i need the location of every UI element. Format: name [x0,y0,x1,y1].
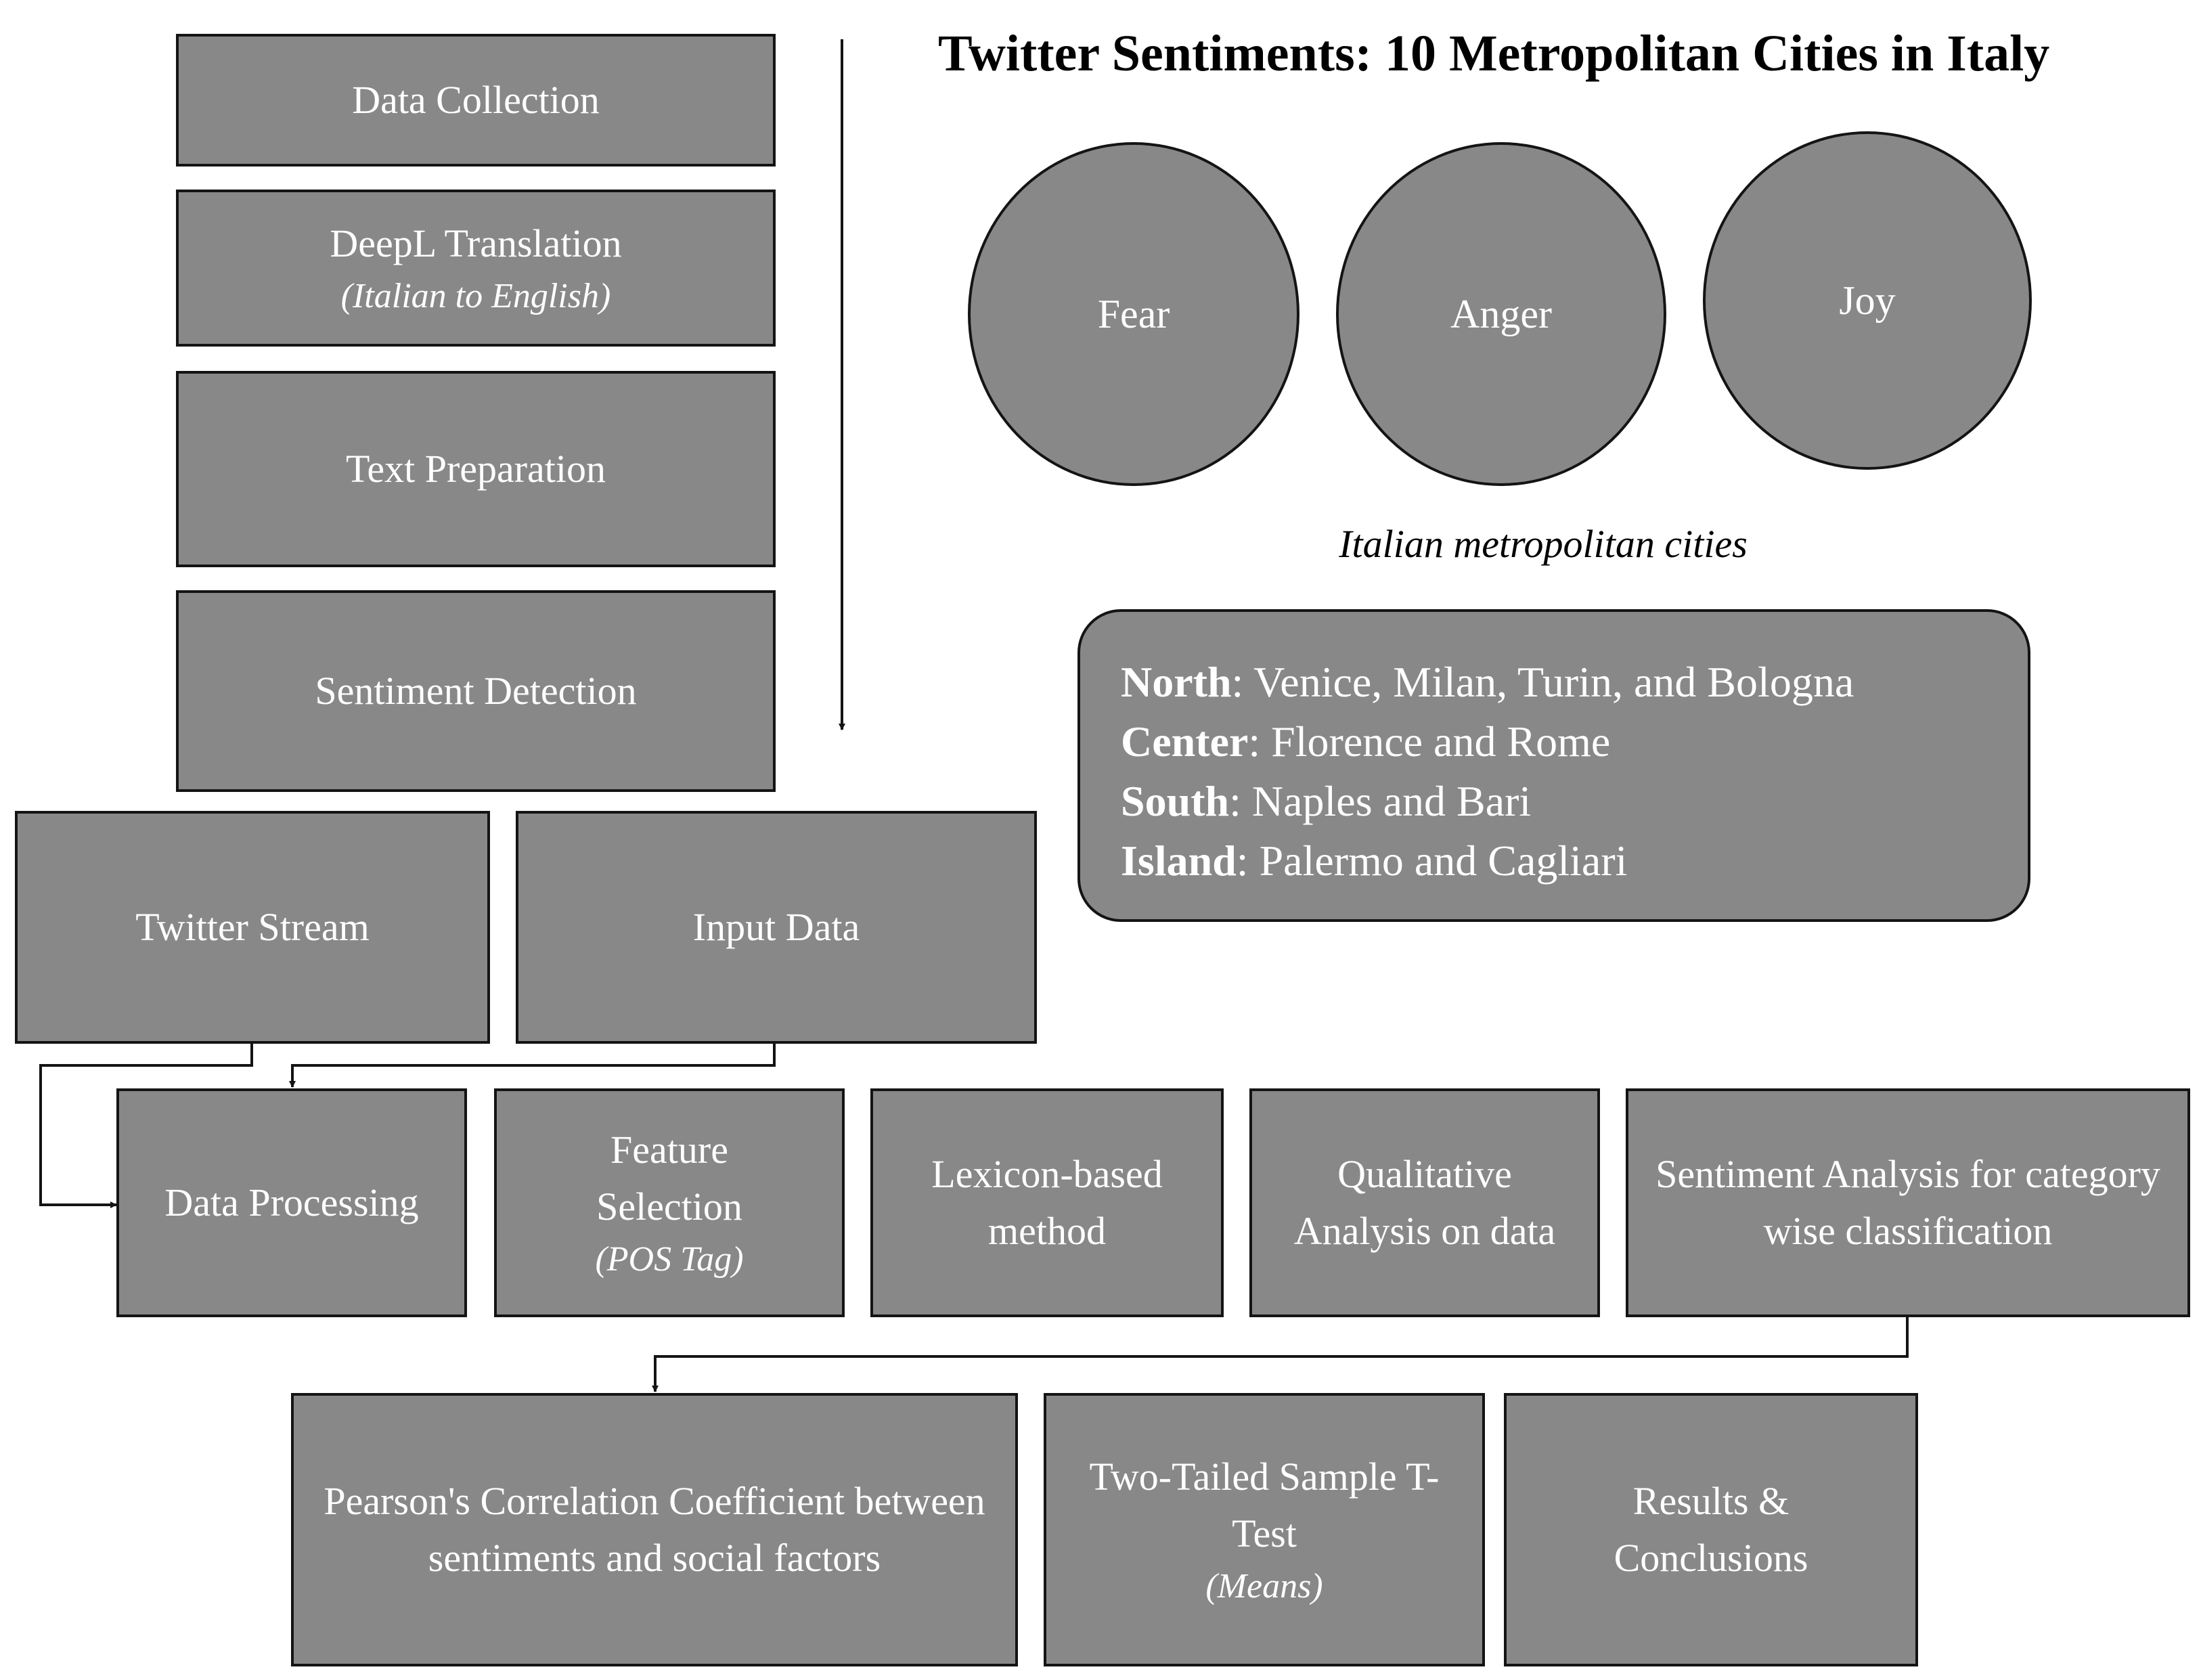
lexicon-method-label: Lexicon-based method [931,1152,1163,1253]
sentiment-analysis-box: Sentiment Analysis for category wise cla… [1626,1088,2190,1317]
input-data-label: Input Data [692,905,860,949]
qualitative-analysis-label: Qualitative Analysis on data [1293,1152,1556,1253]
twitter-to-processing-connector [39,1044,253,1208]
input-data-box: Input Data [516,811,1037,1044]
qualitative-analysis-box: Qualitative Analysis on data [1249,1088,1600,1317]
joy-label: Joy [1839,278,1896,323]
region-north: North: Venice, Milan, Turin, and Bologna [1121,658,1854,706]
region-island: Island: Palermo and Cagliari [1121,837,1628,885]
deepl-translation-box: DeepL Translation (Italian to English) [176,190,776,347]
pearson-correlation-label: Pearson's Correlation Coefficient betwee… [324,1479,985,1580]
cities-caption: Italian metropolitan cities [1339,522,1748,566]
deepl-translation-label: DeepL Translation [330,221,622,265]
fear-label: Fear [1097,291,1170,336]
data-collection-box: Data Collection [176,34,776,167]
text-preparation-box: Text Preparation [176,371,776,567]
input-to-processing-connector [289,1044,776,1088]
data-collection-label: Data Collection [352,78,600,122]
sentiment-analysis-label: Sentiment Analysis for category wise cla… [1655,1152,2160,1253]
results-conclusions-box: Results & Conclusions [1504,1393,1918,1666]
t-test-label: Two-Tailed Sample T-Test [1089,1455,1440,1555]
pearson-correlation-box: Pearson's Correlation Coefficient betwee… [291,1393,1018,1666]
twitter-stream-label: Twitter Stream [135,905,370,949]
regions-box: North: Venice, Milan, Turin, and Bologna… [1077,609,2030,922]
anger-label: Anger [1450,291,1552,336]
text-preparation-label: Text Preparation [345,447,606,491]
fear-circle: Fear [968,142,1299,486]
sentiment-detection-label: Sentiment Detection [315,669,637,713]
data-processing-box: Data Processing [116,1088,467,1317]
joy-circle: Joy [1703,131,2032,470]
lexicon-method-box: Lexicon-based method [870,1088,1224,1317]
diagram-title: Twitter Sentiments: 10 Metropolitan Citi… [938,25,2050,82]
deepl-translation-note: (Italian to English) [340,277,611,315]
twitter-stream-box: Twitter Stream [15,811,490,1044]
anger-circle: Anger [1336,142,1666,486]
feature-selection-note: (POS Tag) [595,1240,744,1279]
data-processing-label: Data Processing [164,1180,419,1224]
t-test-box: Two-Tailed Sample T-Test (Means) [1044,1393,1485,1666]
region-center: Center: Florence and Rome [1121,717,1611,766]
region-south: South: Naples and Bari [1121,777,1532,825]
feature-selection-box: Feature Selection (POS Tag) [494,1088,845,1317]
t-test-note: (Means) [1205,1567,1323,1606]
sentiment-to-pearson-connector [652,1317,1909,1392]
feature-selection-label: Feature Selection [596,1128,742,1229]
sentiment-detection-box: Sentiment Detection [176,590,776,792]
results-conclusions-label: Results & Conclusions [1614,1479,1808,1580]
